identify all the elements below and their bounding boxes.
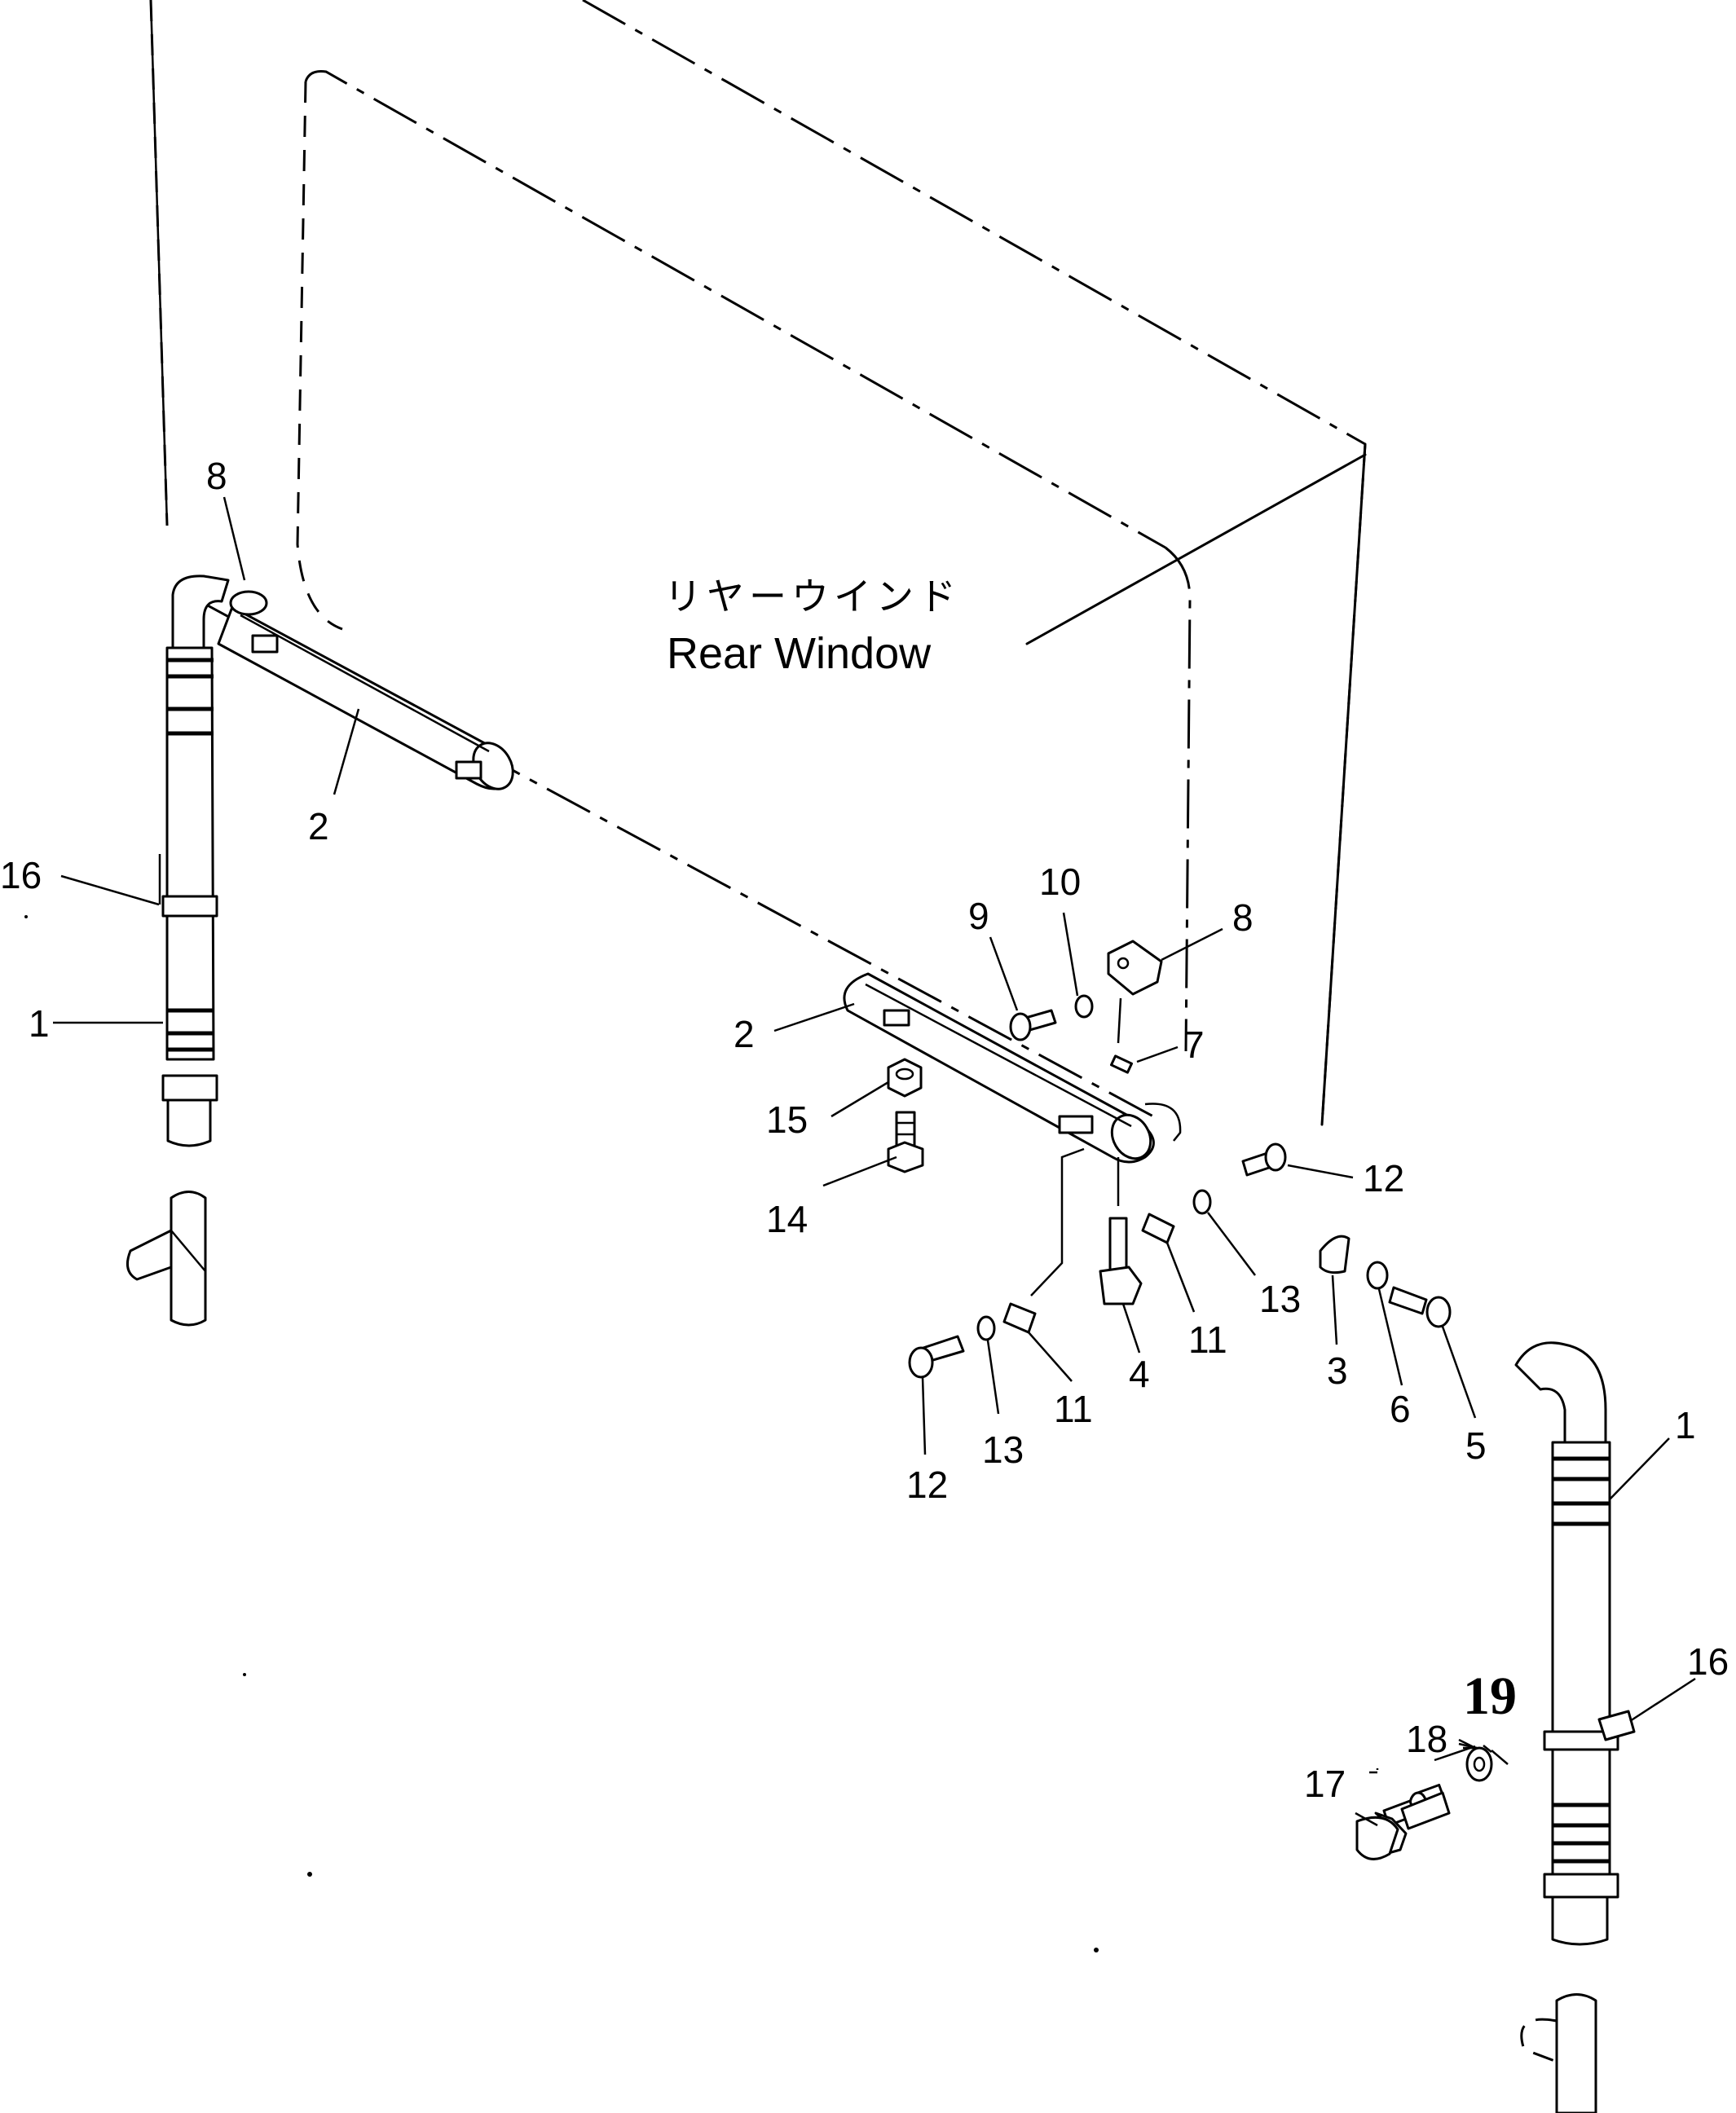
left-nozzle-bar: [217, 590, 514, 790]
callout-8-left: 8: [206, 455, 227, 497]
callout-8-right: 8: [1232, 896, 1254, 939]
small-parts: [887, 940, 1452, 1379]
callout-7: 7: [1183, 1023, 1205, 1066]
callout-1-left: 1: [29, 1002, 50, 1045]
callout-10: 10: [1039, 861, 1081, 903]
callout-14: 14: [766, 1198, 808, 1240]
left-hose-assembly: [126, 574, 230, 1327]
callout-11-low: 11: [1054, 1388, 1093, 1430]
title-jp: リヤーウインド: [664, 574, 961, 618]
callout-16-left: 16: [0, 854, 42, 896]
callout-16-right: 16: [1687, 1640, 1729, 1683]
callout-6: 6: [1390, 1388, 1411, 1430]
leader-lines: [53, 496, 1696, 1827]
callout-9: 9: [968, 895, 989, 937]
callout-11-mid: 11: [1188, 1318, 1227, 1361]
callout-2-right: 2: [734, 1013, 755, 1055]
right-hose-assembly: [1514, 1341, 1636, 2113]
rear-window-label: リヤーウインド Rear Window: [664, 574, 961, 678]
callout-4: 4: [1129, 1353, 1150, 1395]
callout-2-left: 2: [308, 805, 329, 847]
rear-window-outline: [149, 0, 1367, 1142]
scan-specks: [24, 915, 1099, 1952]
callout-3: 3: [1327, 1349, 1348, 1392]
callout-12-right: 12: [1363, 1157, 1404, 1200]
callout-18: 18: [1406, 1718, 1447, 1760]
callout-1-right: 1: [1675, 1404, 1696, 1446]
bracket-fasteners: [1355, 1746, 1493, 1860]
callout-15: 15: [766, 1098, 808, 1141]
callout-5: 5: [1465, 1424, 1487, 1467]
callout-19: 19: [1463, 1666, 1517, 1726]
callout-12-low: 12: [906, 1464, 948, 1506]
right-nozzle-bar: [843, 972, 1155, 1164]
title-en: Rear Window: [667, 629, 932, 678]
callouts: 8 2 16 1 10 9 8 2 7 15 12 14 13 11 3 6 5…: [0, 455, 1729, 1805]
callout-13-mid: 13: [1259, 1278, 1301, 1320]
callout-13-low: 13: [982, 1428, 1024, 1471]
callout-17: 17: [1304, 1763, 1346, 1805]
